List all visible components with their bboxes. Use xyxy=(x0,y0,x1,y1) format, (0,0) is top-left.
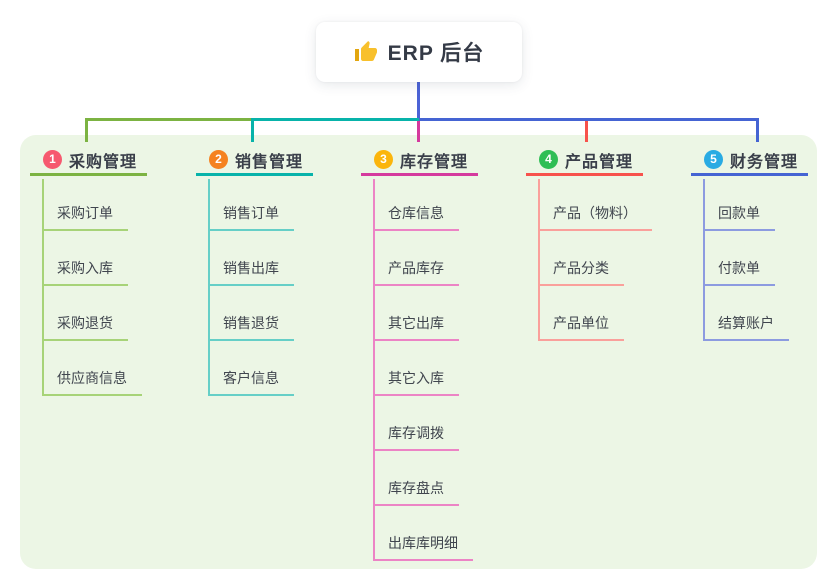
child-node[interactable]: 客户信息 xyxy=(208,368,294,396)
branch-child-connector xyxy=(42,179,44,396)
branch-child-connector xyxy=(373,179,375,561)
child-node[interactable]: 采购入库 xyxy=(42,258,128,286)
child-node[interactable]: 销售退货 xyxy=(208,313,294,341)
connector-root-line xyxy=(417,82,420,121)
branch-header-procurement[interactable]: 1 采购管理 xyxy=(30,146,147,176)
branch-header-product[interactable]: 4 产品管理 xyxy=(526,146,643,176)
branch-number-badge: 3 xyxy=(374,150,393,169)
branch-title: 采购管理 xyxy=(69,153,138,171)
child-node[interactable]: 销售出库 xyxy=(208,258,294,286)
branch-procurement: 1 采购管理 采购订单 采购入库 采购退货 供应商信息 xyxy=(30,146,200,396)
connector-bus-procurement xyxy=(85,118,253,121)
branch-child-connector xyxy=(703,179,705,341)
root-node[interactable]: ERP 后台 xyxy=(316,22,522,82)
branches-panel xyxy=(20,135,817,569)
branch-number-badge: 5 xyxy=(704,150,723,169)
connector-drop-sales xyxy=(251,118,254,142)
branch-title: 产品管理 xyxy=(565,153,634,171)
child-node[interactable]: 产品单位 xyxy=(538,313,624,341)
branch-inventory: 3 库存管理 仓库信息 产品库存 其它出库 其它入库 库存调拨 库存盘点 出库库… xyxy=(361,146,531,561)
root-label: ERP 后台 xyxy=(387,42,485,65)
connector-drop-procurement xyxy=(85,118,88,142)
child-node[interactable]: 其它入库 xyxy=(373,368,459,396)
child-node[interactable]: 产品（物料） xyxy=(538,203,652,231)
connector-drop-inventory xyxy=(417,121,420,142)
child-node[interactable]: 采购订单 xyxy=(42,203,128,231)
branch-sales: 2 销售管理 销售订单 销售出库 销售退货 客户信息 xyxy=(196,146,366,396)
connector-drop-product xyxy=(585,121,588,142)
branch-number-badge: 4 xyxy=(539,150,558,169)
child-node[interactable]: 采购退货 xyxy=(42,313,128,341)
connector-drop-finance xyxy=(756,118,759,142)
child-node[interactable]: 产品分类 xyxy=(538,258,624,286)
branch-finance: 5 财务管理 回款单 付款单 结算账户 xyxy=(691,146,839,341)
child-node[interactable]: 付款单 xyxy=(703,258,775,286)
child-node[interactable]: 库存盘点 xyxy=(373,478,459,506)
branch-title: 库存管理 xyxy=(400,153,469,171)
branch-product: 4 产品管理 产品（物料） 产品分类 产品单位 xyxy=(526,146,696,341)
child-node[interactable]: 结算账户 xyxy=(703,313,789,341)
thumbs-up-icon xyxy=(354,40,378,64)
branch-header-finance[interactable]: 5 财务管理 xyxy=(691,146,808,176)
child-node[interactable]: 回款单 xyxy=(703,203,775,231)
child-node[interactable]: 库存调拨 xyxy=(373,423,459,451)
child-node[interactable]: 产品库存 xyxy=(373,258,459,286)
branch-header-sales[interactable]: 2 销售管理 xyxy=(196,146,313,176)
branch-title: 财务管理 xyxy=(730,153,799,171)
branch-header-inventory[interactable]: 3 库存管理 xyxy=(361,146,478,176)
branch-child-connector xyxy=(208,179,210,396)
branch-number-badge: 2 xyxy=(209,150,228,169)
child-node[interactable]: 出库库明细 xyxy=(373,533,473,561)
child-node[interactable]: 供应商信息 xyxy=(42,368,142,396)
branch-child-connector xyxy=(538,179,540,341)
child-node[interactable]: 仓库信息 xyxy=(373,203,459,231)
child-node[interactable]: 其它出库 xyxy=(373,313,459,341)
connector-bus-finance xyxy=(419,118,759,121)
branch-number-badge: 1 xyxy=(43,150,62,169)
child-node[interactable]: 销售订单 xyxy=(208,203,294,231)
branch-title: 销售管理 xyxy=(235,153,304,171)
connector-bus-sales xyxy=(251,118,419,121)
